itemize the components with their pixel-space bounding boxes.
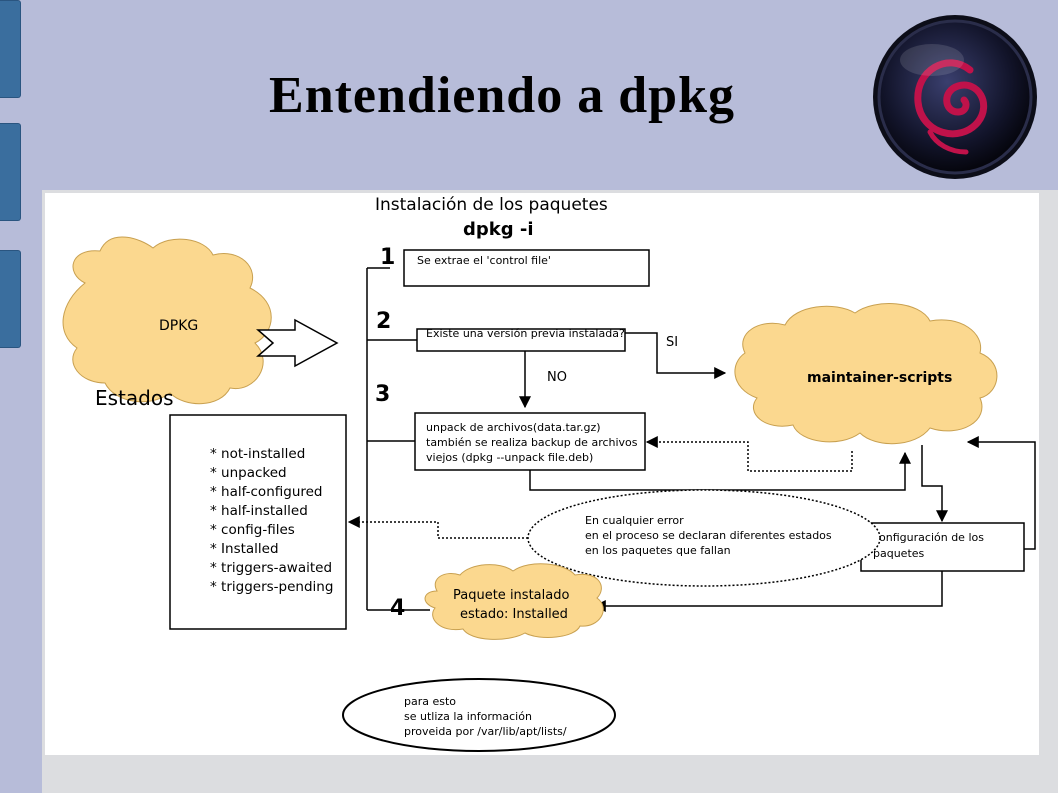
dpkg-diagram: Instalación de los paquetes dpkg -i DPKG… [45,193,1039,755]
step-1-text: Se extrae el 'control file' [417,254,551,267]
step-3-line-3: viejos (dpkg --unpack file.deb) [426,451,593,464]
error-line-3: en los paquetes que fallan [585,544,731,557]
state-item: * half-configured [210,484,323,500]
step-number-1: 1 [380,245,395,270]
step-1-box [403,249,650,287]
dpkg-cloud-label: DPKG [159,318,198,334]
state-item: * config-files [210,522,295,538]
installed-cloud [424,563,604,640]
side-tab-3 [0,250,21,348]
state-item: * unpacked [210,465,287,481]
installed-line-2: estado: Installed [460,607,568,622]
config-line-2: paquetes [873,547,925,560]
error-line-2: en el proceso se declaran diferentes est… [585,529,832,542]
label-no: NO [547,370,567,385]
error-line-1: En cualquier error [585,514,684,527]
step-number-4: 4 [390,596,405,621]
step-3-line-2: también se realiza backup de archivos [426,436,638,449]
state-item: * triggers-awaited [210,560,332,576]
slide-title: Entendiendo a dpkg [269,67,735,124]
side-tab-1 [0,0,21,98]
maintainer-scripts-label: maintainer-scripts [807,370,952,386]
command-label: dpkg -i [463,219,534,240]
step-number-2: 2 [376,309,391,334]
info-line-1: para esto [404,695,456,708]
state-item: * not-installed [210,446,305,462]
installed-line-1: Paquete instalado [453,588,569,603]
states-list: * not-installed * unpacked * half-configur… [210,446,333,595]
step-2-box [416,328,626,352]
config-line-1: configuración de los [873,531,984,544]
diagram-heading: Instalación de los paquetes [375,195,608,215]
debian-logo-icon [873,15,1037,179]
state-item: * half-installed [210,503,308,519]
info-line-3: proveida por /var/lib/apt/lists/ [404,725,567,738]
block-arrow-right-icon [255,318,339,368]
state-item: * triggers-pending [210,579,333,595]
maintainer-scripts-cloud [734,303,998,445]
side-tab-2 [0,123,21,221]
step-3-line-1: unpack de archivos(data.tar.gz) [426,421,601,434]
estados-label: Estados [95,386,174,410]
label-si: SI [666,335,678,350]
state-item: * Installed [210,541,279,557]
info-note [342,678,616,752]
step-2-text: Existe una versión previa instalada? [426,327,625,340]
info-line-2: se utliza la información [404,710,532,723]
step-number-3: 3 [375,382,390,407]
states-box [169,414,347,630]
dpkg-cloud [62,236,272,405]
step-3-box [414,412,646,471]
